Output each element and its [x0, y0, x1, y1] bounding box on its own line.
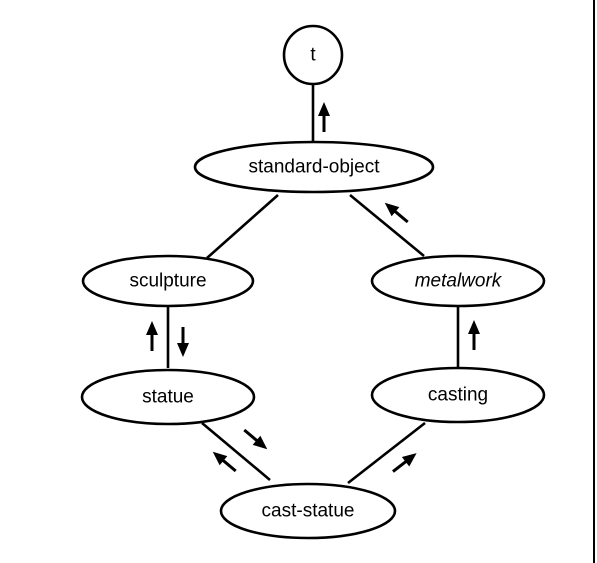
arrow-up-right-icon [392, 453, 417, 473]
node-casting-ellipse [370, 366, 546, 424]
node-statue-label: statue [142, 387, 194, 408]
node-sculpture: sculpture [81, 254, 255, 308]
node-metalwork-label: metalwork [415, 271, 503, 292]
node-cast-statue: cast-statue [219, 482, 397, 540]
node-sculpture-label: sculpture [129, 271, 206, 292]
node-standard-object-ellipse [193, 140, 435, 194]
node-casting-label: casting [428, 385, 488, 406]
node-statue-ellipse [80, 368, 256, 426]
edge-casting-cast-statue [347, 421, 426, 485]
node-t-label: t [310, 45, 316, 66]
edge-standard-object-metalwork [349, 193, 425, 258]
node-t: t [282, 24, 344, 86]
arrow-up-left-icon [384, 202, 409, 224]
node-metalwork: metalwork [370, 254, 546, 308]
node-statue: statue [80, 368, 256, 426]
arrow-up-icon [318, 102, 330, 132]
node-casting: casting [370, 366, 546, 424]
node-cast-statue-label: cast-statue [262, 501, 355, 522]
node-t-circle [282, 24, 344, 86]
precedence-arrows [146, 102, 480, 473]
arrow-up-left-icon [212, 451, 237, 473]
node-cast-statue-ellipse [219, 482, 397, 540]
edges [166, 85, 460, 485]
edge-standard-object-sculpture [206, 194, 279, 259]
arrow-up-icon [468, 320, 480, 350]
arrow-down-right-icon [243, 428, 268, 450]
node-sculpture-ellipse [81, 254, 255, 308]
arrow-up-icon [146, 321, 158, 351]
node-standard-object-label: standard-object [249, 157, 381, 178]
node-metalwork-ellipse [370, 254, 546, 308]
edge-statue-cast-statue [201, 422, 271, 481]
node-standard-object: standard-object [193, 140, 435, 194]
arrow-down-icon [177, 327, 189, 357]
